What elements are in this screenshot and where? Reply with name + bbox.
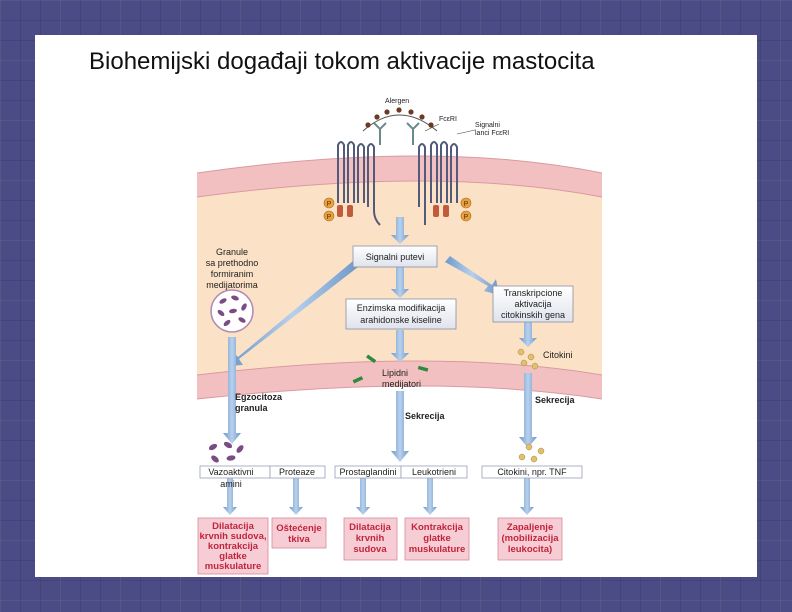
slide: Biohemijski događaji tokom aktivacije ma… [35,35,757,577]
svg-text:krvnih sudova,: krvnih sudova, [199,531,266,542]
signaling-box-label: Signalni putevi [366,252,425,262]
released-cytokines [518,443,545,463]
mediator-row [199,465,583,479]
svg-text:muskulature: muskulature [205,561,262,572]
svg-text:P: P [327,201,332,208]
granule-label-2: sa prethodno [206,258,259,268]
mediator-leukotrienes: Leukotrieni [412,467,456,477]
lipid-bars [352,354,429,384]
mediator-prostaglandins: Prostaglandini [339,467,396,477]
granule-label-4: medijatorima [206,280,258,290]
receptor-chains-left [337,141,381,226]
mediator-proteases: Proteaze [279,467,315,477]
cytokine-dots [517,348,539,370]
svg-text:Kontrakcija: Kontrakcija [411,522,463,533]
allergen-label: Alergen [385,98,409,105]
signaling-chains-label-2: lanci FcεRI [475,130,509,137]
svg-text:krvnih: krvnih [356,533,385,544]
svg-text:P: P [327,214,332,221]
svg-text:muskulature: muskulature [409,544,466,555]
granule-label-3: formiranim [211,269,254,279]
svg-text:(mobilizacija: (mobilizacija [501,533,559,544]
transcription-label-1: Transkripcione [504,288,563,298]
effect-e1: Dilatacija krvnih sudova, kontrakcija gl… [199,521,266,572]
secretion-center-label: Sekrecija [405,411,446,421]
transcription-box [492,285,574,323]
svg-text:Zapaljenje: Zapaljenje [507,522,553,533]
mediator-vasoactive-2: amini [220,479,242,489]
transcription-label-2: aktivacija [514,299,551,309]
svg-text:Oštećenje: Oštećenje [276,523,321,534]
mediator-cytokines-tnf: Citokini, npr. TNF [497,467,567,477]
svg-text:glatke: glatke [423,533,450,544]
effect-e5: Zapaljenje (mobilizacija leukocita) [501,522,559,555]
svg-text:kontrakcija: kontrakcija [208,541,259,552]
cytokines-label: Citokini [543,350,573,360]
svg-text:Dilatacija: Dilatacija [349,522,391,533]
effect-e3: Dilatacija krvnih sudova [349,522,391,555]
granule-vesicle [210,289,254,333]
enzymatic-label-1: Enzimska modifikacija [357,303,446,313]
signaling-chains-label-1: Signalni [475,122,500,129]
svg-text:glatke: glatke [219,551,246,562]
allergen-dots [365,107,434,128]
granule-label-1: Granule [216,247,248,257]
effect-e2: Oštećenje tkiva [276,523,321,545]
slide-title: Biohemijski događaji tokom aktivacije ma… [89,48,595,75]
fc-receptor-right [406,122,420,145]
phospho-badges-left: P P [323,197,335,222]
svg-text:leukocita): leukocita) [508,544,552,555]
lipid-label-2: medijatori [382,379,421,389]
phospho-badges-right: P P [460,197,472,222]
lipid-label-1: Lipidni [382,368,408,378]
receptor-label: FcεRI [439,116,457,123]
mediator-vasoactive-1: Vazoaktivni [208,467,253,477]
transcription-label-3: citokinskih gena [501,310,565,320]
top-membrane [197,156,602,197]
pathway-arrows [223,217,537,515]
signaling-box [352,245,438,268]
exocytosis-label-1: Egzocitoza [235,392,283,402]
effect-boxes [197,517,563,575]
svg-text:Dilatacija: Dilatacija [212,521,254,532]
svg-text:P: P [464,201,469,208]
released-granules [208,441,244,463]
bottom-membrane [197,361,602,399]
effect-e4: Kontrakcija glatke muskulature [409,522,466,555]
mast-cell-diagram: Alergen FcεRI Signalni lanci FcεRI [196,98,603,575]
secretion-right-label: Sekrecija [535,395,576,405]
fc-receptor-left [373,122,387,145]
enzymatic-box [345,298,457,330]
enzymatic-label-2: arahidonske kiseline [360,315,442,325]
exocytosis-label-2: granula [235,403,269,413]
svg-text:tkiva: tkiva [288,534,310,545]
receptor-chains-right [418,141,458,225]
svg-text:sudova: sudova [353,544,387,555]
svg-text:P: P [464,214,469,221]
chain-tails [337,205,449,217]
